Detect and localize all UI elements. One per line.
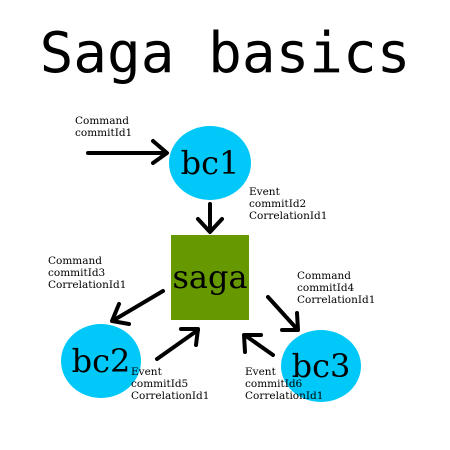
note-saga-to-bc2: Command commitId3 CorrelationId1 xyxy=(48,255,126,291)
arrow-bc2-to-saga-head xyxy=(179,327,200,347)
note-bc1-to-saga-line-1: Event xyxy=(249,186,281,198)
arrow-command-to-bc1-head xyxy=(151,139,169,165)
arrow-saga-to-bc3 xyxy=(266,295,300,332)
arrow-bc3-to-saga-head xyxy=(242,333,263,354)
note-command-to-bc1: Command commitId1 xyxy=(75,115,132,139)
note-bc1-to-saga-line-2: commitId2 xyxy=(249,198,306,210)
bc1-node: bc1 xyxy=(169,126,251,200)
note-bc3-to-saga: Event commitId6 CorrelationId1 xyxy=(245,366,323,402)
bc1-shape xyxy=(169,126,251,200)
note-bc2-to-saga-line-2: commitId5 xyxy=(131,378,188,390)
saga-label: saga xyxy=(172,258,247,296)
note-saga-to-bc2-line-3: CorrelationId1 xyxy=(48,279,126,291)
bc2-node: bc2 xyxy=(61,324,141,398)
arrow-saga-to-bc3-head xyxy=(280,311,300,332)
arrow-bc3-to-saga xyxy=(242,333,275,357)
arrow-bc1-to-saga-head xyxy=(196,217,224,234)
arrow-saga-to-bc3-line xyxy=(266,295,299,331)
note-saga-to-bc3-line-2: commitId4 xyxy=(297,282,355,294)
note-saga-to-bc2-line-1: Command xyxy=(48,255,102,267)
note-bc2-to-saga-line-3: CorrelationId1 xyxy=(131,390,209,402)
arrow-bc1-to-saga xyxy=(196,202,224,234)
arrow-bc2-to-saga xyxy=(155,327,200,361)
arrow-saga-to-bc2-head xyxy=(110,302,131,326)
note-bc1-to-saga-line-3: CorrelationId1 xyxy=(249,210,327,222)
arrow-saga-to-bc2-line xyxy=(112,289,165,322)
diagram-title: Saga basics xyxy=(40,21,411,86)
note-saga-to-bc3-line-3: CorrelationId1 xyxy=(297,294,375,306)
arrow-command-to-bc1 xyxy=(86,139,169,165)
note-saga-to-bc3: Command commitId4 CorrelationId1 xyxy=(297,270,375,306)
note-bc1-to-saga: Event commitId2 CorrelationId1 xyxy=(249,186,327,222)
note-saga-to-bc3-line-1: Command xyxy=(297,270,351,282)
bc3-label: bc3 xyxy=(292,347,351,385)
bc3-shape xyxy=(281,330,361,402)
arrow-bc3-to-saga-line xyxy=(244,334,275,357)
arrow-saga-to-bc2 xyxy=(110,289,165,326)
note-bc3-to-saga-line-2: commitId6 xyxy=(245,378,303,390)
bc3-node: bc3 xyxy=(281,330,361,402)
note-saga-to-bc2-line-2: commitId3 xyxy=(48,267,105,279)
note-bc3-to-saga-line-1: Event xyxy=(245,366,277,378)
saga-shape xyxy=(171,235,249,320)
note-command-to-bc1-line-1: Command xyxy=(75,115,129,127)
note-command-to-bc1-line-2: commitId1 xyxy=(75,127,132,139)
bc2-shape xyxy=(61,324,141,398)
bc1-label: bc1 xyxy=(181,144,240,182)
note-bc3-to-saga-line-3: CorrelationId1 xyxy=(245,390,323,402)
note-bc2-to-saga-line-1: Event xyxy=(131,366,163,378)
note-bc2-to-saga: Event commitId5 CorrelationId1 xyxy=(131,366,209,402)
saga-node: saga xyxy=(171,235,249,320)
arrow-bc2-to-saga-line xyxy=(155,328,200,361)
bc2-label: bc2 xyxy=(72,342,131,380)
